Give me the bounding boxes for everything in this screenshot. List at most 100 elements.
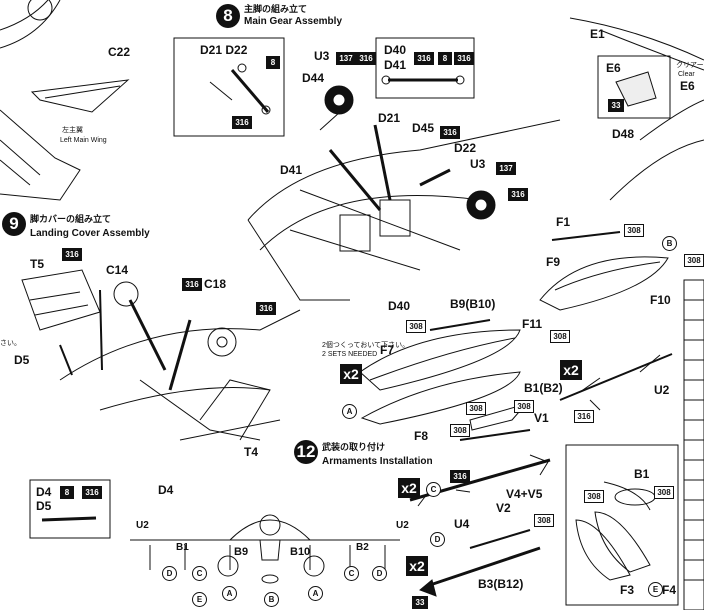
bottom-b9: B9 bbox=[234, 546, 249, 558]
paint-code-308: 308 bbox=[514, 400, 534, 413]
paint-code-8: 8 bbox=[438, 52, 452, 65]
part-d41-box: D41 bbox=[384, 58, 407, 72]
callout-e: E bbox=[648, 582, 663, 597]
multiplier-x2: x2 bbox=[560, 360, 582, 380]
bottom-callout-e-left: E bbox=[192, 592, 207, 607]
multiplier-x2: x2 bbox=[340, 364, 362, 384]
callout-a: A bbox=[342, 404, 357, 419]
step-12-title-en: Armaments Installation bbox=[322, 456, 433, 467]
left-main-wing-en: Left Main Wing bbox=[60, 137, 107, 144]
part-f4: F4 bbox=[662, 583, 677, 597]
paint-code-316: 316 bbox=[454, 52, 474, 65]
bottom-callout-d-right: D bbox=[372, 566, 387, 581]
step-9-title-en: Landing Cover Assembly bbox=[30, 228, 150, 239]
bottom-u2-left: U2 bbox=[136, 520, 149, 531]
paint-code-316: 316 bbox=[62, 248, 82, 261]
paint-code-8: 8 bbox=[266, 56, 280, 69]
part-v4-v5: V4+V5 bbox=[506, 487, 543, 501]
part-c18: C18 bbox=[204, 277, 227, 291]
step-12-title-jp: 武装の取り付け bbox=[322, 442, 386, 452]
paint-code-308: 308 bbox=[534, 514, 554, 527]
bottom-callout-d-left: D bbox=[162, 566, 177, 581]
part-b1-detail: B1 bbox=[634, 467, 650, 481]
callout-d: D bbox=[430, 532, 445, 547]
d21-d22-detail-box bbox=[173, 37, 285, 137]
multiplier-x2: x2 bbox=[406, 556, 428, 576]
bottom-callout-c-left: C bbox=[192, 566, 207, 581]
part-b1-b2: B1(B2) bbox=[524, 381, 563, 395]
paint-code-308: 308 bbox=[466, 402, 486, 415]
paint-code-308: 308 bbox=[584, 490, 604, 503]
paint-code-308: 308 bbox=[550, 330, 570, 343]
part-f11: F11 bbox=[522, 317, 543, 331]
step-8-title-jp: 主脚の組み立て bbox=[244, 4, 308, 14]
part-d48: D48 bbox=[612, 127, 635, 141]
paint-code-308: 308 bbox=[406, 320, 426, 333]
paint-code-316: 316 bbox=[256, 302, 276, 315]
part-e6: E6 bbox=[680, 79, 695, 93]
paint-code-137: 137 bbox=[336, 52, 356, 65]
paint-code-316: 316 bbox=[356, 52, 376, 65]
part-d44: D44 bbox=[302, 71, 325, 85]
part-d40: D40 bbox=[388, 299, 411, 313]
callout-b: B bbox=[662, 236, 677, 251]
paint-code-308: 308 bbox=[654, 486, 674, 499]
part-f1: F1 bbox=[556, 215, 571, 229]
callout-c: C bbox=[426, 482, 441, 497]
part-f8: F8 bbox=[414, 429, 429, 443]
paint-code-316: 316 bbox=[440, 126, 460, 139]
sets-needed-jp: 2個つくっておいて下さい。 bbox=[322, 342, 410, 349]
bottom-callout-b: B bbox=[264, 592, 279, 607]
part-u3-top: U3 bbox=[314, 49, 330, 63]
step-12-number: 12 bbox=[294, 440, 318, 464]
e6-detail-box bbox=[597, 55, 671, 119]
step-8-number: 8 bbox=[216, 4, 240, 28]
sets-needed-en: 2 SETS NEEDED bbox=[322, 351, 378, 358]
bottom-callout-a-left: A bbox=[222, 586, 237, 601]
clear-jp: クリアー bbox=[676, 62, 704, 69]
paint-code-316: 316 bbox=[414, 52, 434, 65]
part-f7: F7 bbox=[380, 343, 395, 357]
bottom-b1: B1 bbox=[176, 542, 189, 553]
part-f3: F3 bbox=[620, 583, 635, 597]
part-d21: D21 bbox=[378, 111, 401, 125]
paint-code-316: 316 bbox=[82, 486, 102, 499]
right-tank-detail-box bbox=[565, 444, 679, 606]
paint-code-316: 316 bbox=[508, 188, 528, 201]
part-d5-box: D5 bbox=[36, 499, 52, 513]
part-c14: C14 bbox=[106, 263, 129, 277]
part-u4: U4 bbox=[454, 517, 470, 531]
part-d4: D4 bbox=[158, 483, 174, 497]
step-9-number: 9 bbox=[2, 212, 26, 236]
paint-code-33: 33 bbox=[412, 596, 428, 609]
part-f9: F9 bbox=[546, 255, 561, 269]
part-d5: D5 bbox=[14, 353, 30, 367]
bottom-b10: B10 bbox=[290, 546, 311, 558]
paint-code-308: 308 bbox=[624, 224, 644, 237]
clear-en: Clear bbox=[678, 71, 695, 78]
part-b9-b10: B9(B10) bbox=[450, 297, 496, 311]
bottom-u2-right: U2 bbox=[396, 520, 409, 531]
part-v2: V2 bbox=[496, 501, 511, 515]
d4-d5-detail-box bbox=[29, 479, 111, 539]
step-8-title-en: Main Gear Assembly bbox=[244, 16, 343, 27]
paint-code-308: 308 bbox=[684, 254, 704, 267]
part-t4: T4 bbox=[244, 445, 259, 459]
paint-code-316: 316 bbox=[182, 278, 202, 291]
paint-code-316: 316 bbox=[232, 116, 252, 129]
paint-code-316: 316 bbox=[574, 410, 594, 423]
part-u3-right: U3 bbox=[470, 157, 486, 171]
side-note-text: さい。 bbox=[0, 340, 21, 347]
step-9-title-jp: 脚カバーの組み立て bbox=[30, 214, 112, 224]
part-b3-b12: B3(B12) bbox=[478, 577, 524, 591]
d40-d41-detail-box bbox=[375, 37, 475, 99]
part-d45: D45 bbox=[412, 121, 435, 135]
paint-code-8: 8 bbox=[60, 486, 74, 499]
part-u2: U2 bbox=[654, 383, 670, 397]
part-d21-d22: D21 D22 bbox=[200, 43, 248, 57]
paint-code-33: 33 bbox=[608, 99, 624, 112]
part-e1: E1 bbox=[590, 27, 605, 41]
part-d22: D22 bbox=[454, 141, 477, 155]
part-d41: D41 bbox=[280, 163, 303, 177]
